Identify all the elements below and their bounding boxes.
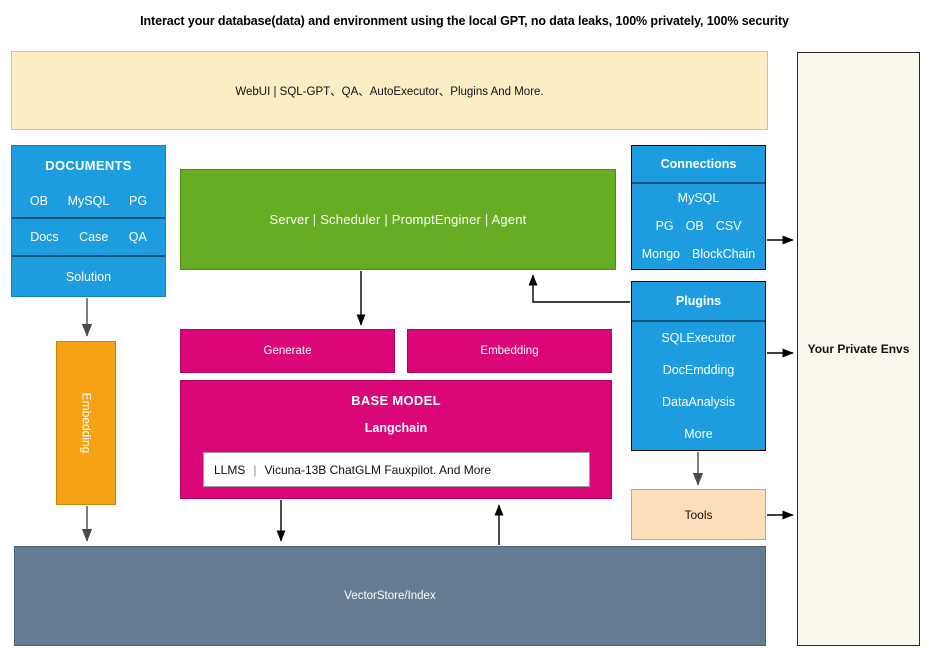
base-model-panel: BASE MODEL Langchain LLMS | Vicuna-13B C… [180,380,612,499]
documents-kind-case: Case [79,230,109,244]
connections-row-3: Mongo BlockChain [632,240,765,268]
connections-row-2: PG OB CSV [632,212,765,240]
llms-separator: | [253,462,257,477]
documents-title: DOCUMENTS [45,157,132,173]
documents-db-ob: OB [29,193,48,208]
connections-item-csv: CSV [715,219,742,233]
tools-label: Tools [684,507,713,522]
embedding-label: Embedding [480,345,539,357]
arrow-plugins-to-server [528,274,630,303]
documents-kind-qa: QA [128,230,147,244]
documents-panel: DOCUMENTS OB MySQL PG Docs Case QA Solut… [11,145,166,297]
private-envs-label: Your Private Envs [807,341,910,356]
vectorstore-node: VectorStore/Index [14,546,766,646]
server-label: Server | Scheduler | PromptEnginer | Age… [269,212,527,227]
tools-node: Tools [631,489,766,540]
connections-item-ob: OB [685,219,704,233]
llms-list: Vicuna-13B ChatGLM Fauxpilot. And More [264,462,492,477]
generate-label: Generate [263,345,312,357]
documents-solution-row: Solution [65,269,112,284]
documents-db-mysql: MySQL [67,193,110,208]
connections-panel: Connections MySQL PG OB CSV Mongo BlockC… [631,145,766,270]
llms-strip: LLMS | Vicuna-13B ChatGLM Fauxpilot. And… [203,452,590,487]
documents-db-pg: PG [129,193,148,208]
private-envs-panel: Your Private Envs [797,52,920,646]
embedding-vertical-label: Embedding [79,392,93,454]
connections-row-1: MySQL [632,184,765,212]
embedding-node: Embedding [407,329,612,373]
llms-label: LLMS [214,462,246,477]
connections-title: Connections [632,146,765,184]
plugins-panel: Plugins SQLExecutor DocEmdding DataAnaly… [631,281,766,451]
connections-item-blockchain: BlockChain [692,247,756,261]
plugins-item-more: More [684,427,713,441]
connections-item-mysql: MySQL [677,191,720,205]
documents-kind-docs: Docs [30,230,59,244]
plugins-item-dataanalysis: DataAnalysis [662,395,735,409]
documents-kinds-row: Docs Case QA [12,219,165,257]
base-model-title: BASE MODEL [351,393,441,408]
plugins-title: Plugins [632,282,765,322]
webui-banner: WebUI | SQL-GPT、QA、AutoExecutor、Plugins … [11,51,768,130]
generate-node: Generate [180,329,395,373]
plugins-item-sqlexecutor: SQLExecutor [661,331,736,345]
connections-item-pg: PG [655,219,674,233]
server-node: Server | Scheduler | PromptEnginer | Age… [180,169,616,270]
documents-databases-row: OB MySQL PG [12,184,165,219]
connections-item-mongo: Mongo [641,247,680,261]
webui-label: WebUI | SQL-GPT、QA、AutoExecutor、Plugins … [235,85,544,98]
embedding-vertical-node: Embedding [56,341,116,505]
plugins-item-docemdding: DocEmdding [662,363,735,377]
base-model-subtitle: Langchain [364,421,428,435]
page-title: Interact your database(data) and environ… [140,14,789,28]
vectorstore-label: VectorStore/Index [344,590,436,602]
